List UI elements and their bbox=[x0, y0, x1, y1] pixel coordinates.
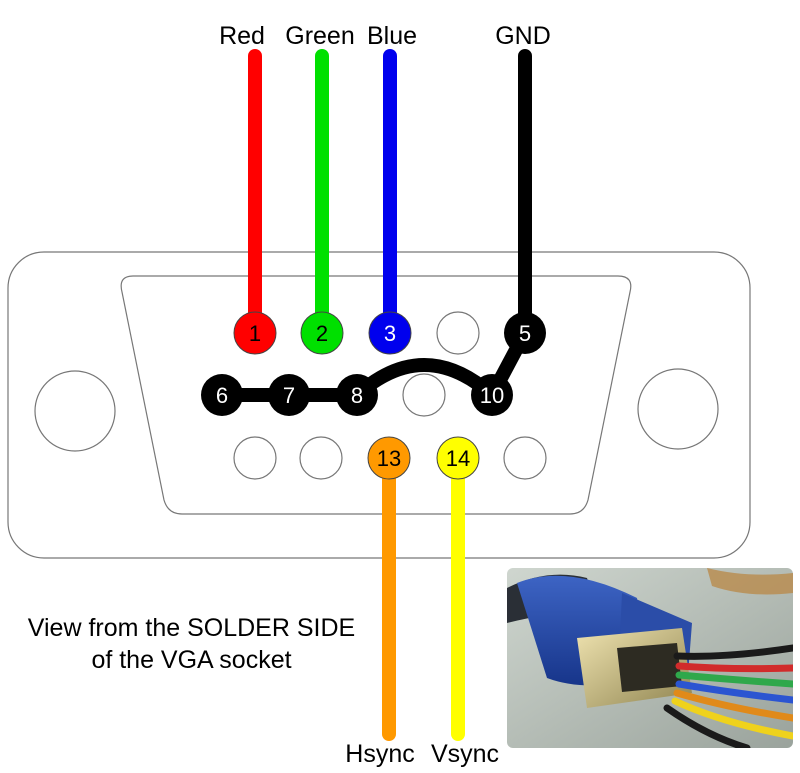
label-green: Green bbox=[285, 22, 354, 50]
pin-2: 2 bbox=[300, 311, 344, 355]
pin-1-number: 1 bbox=[249, 321, 261, 346]
right-mounting-hole bbox=[637, 368, 719, 450]
connector-outer-shell bbox=[7, 251, 751, 559]
pin-1: 1 bbox=[233, 311, 277, 355]
pin-13: 13 bbox=[367, 436, 411, 480]
label-red: Red bbox=[219, 22, 265, 50]
pin-12-empty bbox=[299, 436, 343, 480]
pin-4-empty bbox=[436, 311, 480, 355]
pin-14-number: 14 bbox=[446, 446, 470, 471]
pin-15-empty bbox=[503, 436, 547, 480]
caption-line-1: View from the SOLDER SIDE bbox=[27, 614, 356, 642]
pin-11-empty bbox=[233, 436, 277, 480]
caption-line-2: of the VGA socket bbox=[91, 646, 292, 674]
pin-8: 8 bbox=[336, 374, 378, 416]
view-caption: View from the SOLDER SIDE of the VGA soc… bbox=[0, 612, 383, 676]
pin-6: 6 bbox=[201, 374, 243, 416]
left-mounting-hole bbox=[34, 370, 116, 452]
pin-5-number: 5 bbox=[519, 321, 531, 346]
pin-5: 5 bbox=[504, 312, 546, 354]
label-blue: Blue bbox=[367, 22, 417, 50]
pin-9-empty bbox=[402, 373, 446, 417]
pin-7: 7 bbox=[268, 374, 310, 416]
pin-7-number: 7 bbox=[283, 383, 295, 408]
pin-14: 14 bbox=[436, 436, 480, 480]
label-gnd: GND bbox=[495, 22, 551, 50]
connector-d-shell bbox=[120, 275, 632, 515]
pin-10: 10 bbox=[471, 374, 513, 416]
pin-13-number: 13 bbox=[377, 446, 401, 471]
pin-6-number: 6 bbox=[216, 383, 228, 408]
pin-10-number: 10 bbox=[480, 383, 504, 408]
label-vsync: Vsync bbox=[431, 740, 499, 768]
pin-8-number: 8 bbox=[351, 383, 363, 408]
pin-3: 3 bbox=[368, 311, 412, 355]
pin-2-number: 2 bbox=[316, 321, 328, 346]
pin-3-number: 3 bbox=[384, 321, 396, 346]
label-hsync: Hsync bbox=[345, 740, 414, 768]
connector-photo bbox=[507, 568, 793, 748]
